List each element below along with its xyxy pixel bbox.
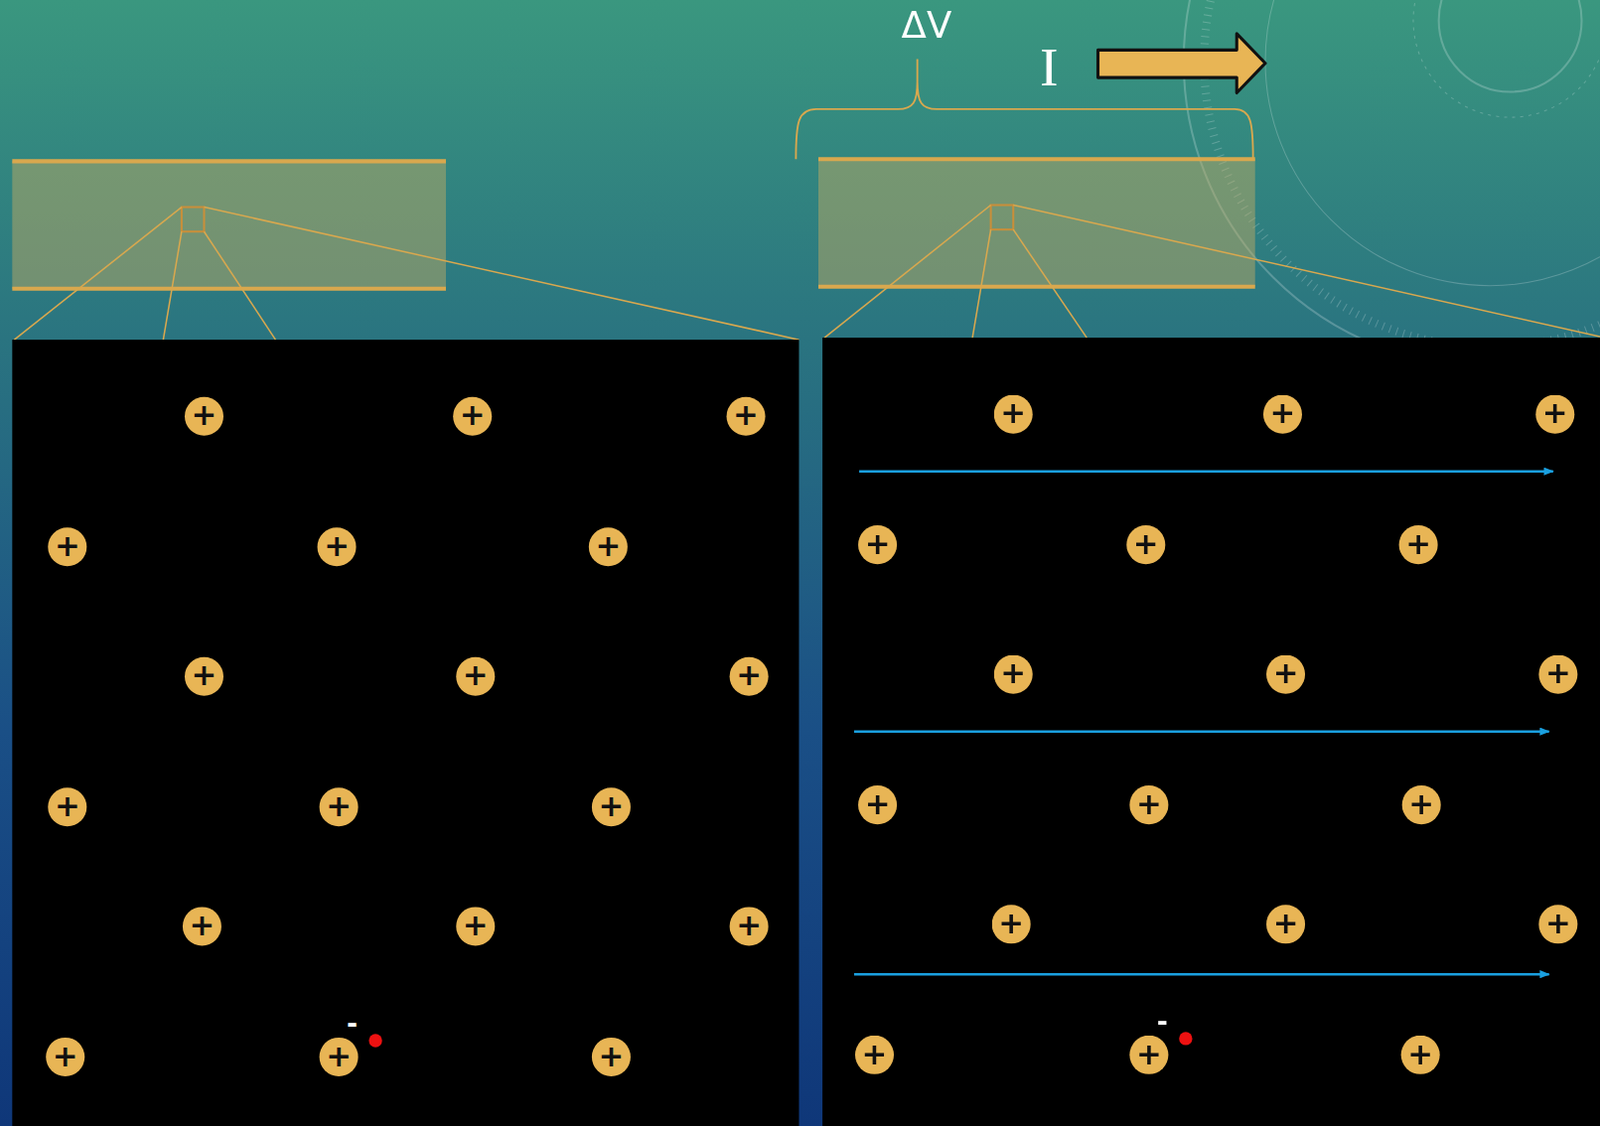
- zoom-square: [991, 205, 1015, 231]
- charge-sign: +: [189, 909, 216, 941]
- positive-ion: +: [994, 655, 1033, 695]
- positive-ion: +: [1535, 395, 1575, 435]
- charge-sign: +: [1000, 398, 1026, 430]
- positive-ion: +: [1266, 655, 1306, 695]
- positive-ion: +: [184, 657, 224, 697]
- charge-sign: +: [459, 400, 486, 432]
- charge-sign: +: [1407, 1038, 1434, 1070]
- charge-sign: +: [735, 660, 762, 692]
- positive-ion: +: [1129, 785, 1168, 825]
- charge-sign: +: [598, 790, 625, 822]
- positive-ion: +: [588, 527, 628, 567]
- zoom-panel: [822, 337, 1600, 1126]
- positive-ion: +: [47, 527, 87, 567]
- charge-sign: +: [325, 790, 352, 822]
- positive-ion: +: [1263, 395, 1303, 435]
- positive-ion: +: [1126, 525, 1165, 565]
- charge-sign: +: [54, 790, 81, 822]
- charge-sign: +: [1000, 658, 1026, 690]
- charge-sign: +: [1545, 907, 1572, 939]
- positive-ion: +: [184, 397, 224, 437]
- positive-ion: +: [1402, 785, 1442, 825]
- charge-sign: +: [865, 788, 891, 820]
- zoom-lines: [824, 205, 1600, 339]
- charge-sign: +: [462, 660, 489, 692]
- positive-ion: +: [994, 395, 1033, 435]
- charge-sign: +: [998, 907, 1024, 939]
- current-arrow: [1098, 33, 1266, 94]
- positive-ion: +: [729, 657, 769, 697]
- charge-sign: +: [191, 400, 218, 432]
- positive-ion: +: [319, 787, 359, 827]
- charge-sign: +: [54, 530, 81, 562]
- positive-ion: +: [1538, 655, 1578, 695]
- positive-ion: +: [1129, 1035, 1168, 1075]
- positive-ion: +: [1538, 904, 1578, 944]
- positive-ion: +: [1399, 525, 1439, 565]
- charge-sign: +: [1545, 658, 1572, 690]
- zoom-panel: [11, 339, 799, 1126]
- charge-sign: +: [1133, 528, 1160, 560]
- charge-sign: +: [1408, 788, 1435, 820]
- charge-sign: +: [191, 660, 218, 692]
- field-arrows: [854, 471, 1554, 976]
- zoom-square: [181, 207, 205, 233]
- charge-sign: +: [1136, 788, 1163, 820]
- charge-sign: +: [1136, 1038, 1163, 1070]
- voltage-label: ΔV: [901, 6, 953, 44]
- positive-ion: +: [591, 1037, 631, 1077]
- charge-sign: +: [735, 909, 762, 941]
- wire: [818, 158, 1256, 287]
- electron-charge: -: [1157, 1008, 1168, 1035]
- positive-ion: +: [45, 1037, 85, 1077]
- charge-sign: +: [862, 1038, 888, 1070]
- positive-ion: +: [455, 906, 495, 946]
- charge-sign: +: [323, 530, 350, 562]
- charge-sign: +: [1542, 398, 1569, 430]
- positive-ion: +: [1401, 1035, 1441, 1075]
- positive-ion: +: [858, 785, 897, 825]
- positive-ion: +: [729, 906, 769, 946]
- charge-sign: +: [1273, 907, 1300, 939]
- zoom-lines: [13, 207, 799, 341]
- charge-sign: +: [594, 530, 621, 562]
- current-label: I: [1039, 39, 1058, 95]
- electron-charge: -: [346, 1010, 358, 1037]
- positive-ion: +: [317, 527, 357, 567]
- positive-ion: +: [452, 397, 492, 437]
- charge-sign: +: [732, 400, 759, 432]
- charge-sign: +: [325, 1040, 352, 1072]
- positive-ion: +: [47, 787, 87, 827]
- positive-ion: +: [992, 904, 1031, 944]
- charge-sign: +: [1270, 398, 1297, 430]
- positive-ion: +: [858, 525, 897, 565]
- positive-ion: +: [727, 397, 766, 437]
- electron: [368, 1033, 382, 1047]
- positive-ion: +: [319, 1037, 359, 1077]
- positive-ion: +: [455, 657, 495, 697]
- charge-sign: +: [1273, 658, 1300, 690]
- positive-ion: +: [855, 1035, 894, 1075]
- electron: [1178, 1031, 1192, 1045]
- positive-ion: +: [182, 906, 222, 946]
- charge-sign: +: [1405, 528, 1432, 560]
- charge-sign: +: [52, 1040, 79, 1072]
- positive-ion: +: [591, 787, 631, 827]
- charge-sign: +: [865, 528, 891, 560]
- charge-sign: +: [598, 1040, 625, 1072]
- charge-sign: +: [462, 909, 489, 941]
- positive-ion: +: [1266, 904, 1306, 944]
